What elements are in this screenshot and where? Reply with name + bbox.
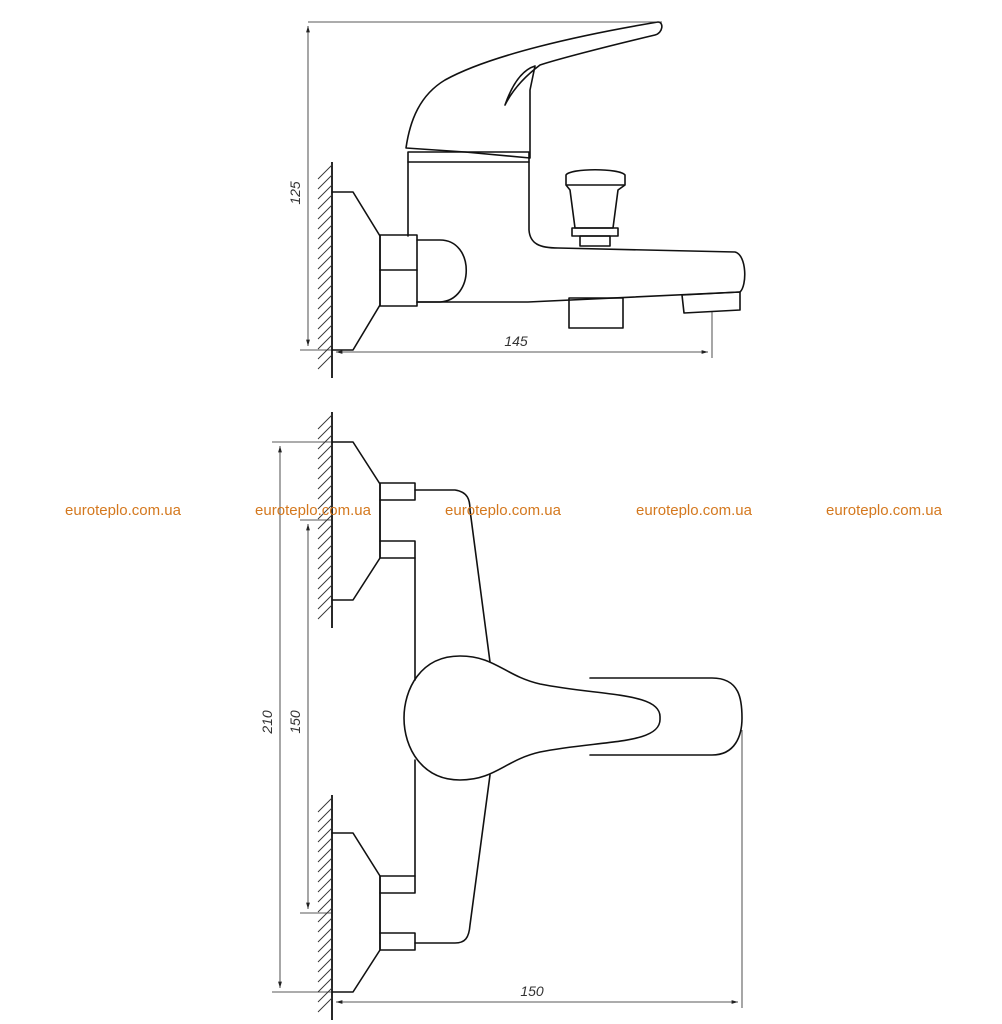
hatch-stroke <box>317 797 333 813</box>
watermark-4: euroteplo.com.ua <box>636 502 753 519</box>
hatch-stroke <box>317 554 333 570</box>
hatch-stroke <box>317 504 333 520</box>
dim-label-side-height: 125 <box>287 181 303 205</box>
dim-label-side-length: 145 <box>504 333 528 349</box>
hatch-stroke <box>317 997 333 1013</box>
hatch-stroke <box>317 937 333 953</box>
hatch-stroke <box>317 354 333 370</box>
hatch-stroke <box>317 244 333 260</box>
hatch-stroke <box>317 817 333 833</box>
side-wall-hatching <box>317 164 333 370</box>
hatch-stroke <box>317 957 333 973</box>
side-mixer-body <box>407 161 746 303</box>
side-lever-handle <box>405 21 663 159</box>
hatch-stroke <box>317 424 333 440</box>
hatch-stroke <box>317 847 333 863</box>
hatch-stroke <box>317 967 333 983</box>
hatch-stroke <box>317 414 333 430</box>
side-diverter-knob <box>565 169 626 229</box>
hatch-stroke <box>317 927 333 943</box>
watermark-2: euroteplo.com.ua <box>255 502 372 519</box>
front-lever-handle <box>403 655 661 781</box>
hatch-stroke <box>317 887 333 903</box>
side-view: 125 145 <box>287 21 746 378</box>
hatch-stroke <box>317 184 333 200</box>
hatch-stroke <box>317 584 333 600</box>
hatch-stroke <box>317 897 333 913</box>
hatch-stroke <box>317 977 333 993</box>
hatch-stroke <box>317 987 333 1003</box>
front-upper-flange <box>331 441 381 601</box>
hatch-stroke <box>317 494 333 510</box>
hatch-stroke <box>317 234 333 250</box>
dim-label-front-total: 210 <box>259 710 275 735</box>
hatch-stroke <box>317 947 333 963</box>
hatch-stroke <box>317 564 333 580</box>
hatch-stroke <box>317 544 333 560</box>
hatch-stroke <box>317 524 333 540</box>
hatch-stroke <box>317 274 333 290</box>
hatch-stroke <box>317 264 333 280</box>
front-body-outline <box>414 489 491 663</box>
hatch-stroke <box>317 594 333 610</box>
dim-label-front-length: 150 <box>520 983 544 999</box>
front-lower-flange <box>331 832 381 993</box>
watermark-row: euroteplo.com.ua euroteplo.com.ua eurote… <box>65 502 943 519</box>
hatch-stroke <box>317 334 333 350</box>
watermark-1: euroteplo.com.ua <box>65 502 182 519</box>
watermark-3: euroteplo.com.ua <box>445 502 562 519</box>
hatch-stroke <box>317 474 333 490</box>
hatch-stroke <box>317 164 333 180</box>
hatch-stroke <box>317 604 333 620</box>
hatch-stroke <box>317 837 333 853</box>
hatch-stroke <box>317 294 333 310</box>
side-connector-dome <box>416 239 468 303</box>
side-shower-outlet <box>568 297 624 329</box>
hatch-stroke <box>317 174 333 190</box>
hatch-stroke <box>317 807 333 823</box>
hatch-stroke <box>317 514 333 530</box>
hatch-stroke <box>317 344 333 360</box>
hatch-stroke <box>317 464 333 480</box>
hatch-stroke <box>317 484 333 500</box>
front-wall-hatching <box>317 414 333 1013</box>
hatch-stroke <box>317 444 333 460</box>
hatch-stroke <box>317 204 333 220</box>
hatch-stroke <box>317 314 333 330</box>
watermark-5: euroteplo.com.ua <box>826 502 943 519</box>
hatch-stroke <box>317 254 333 270</box>
hatch-stroke <box>317 907 333 923</box>
front-view: 210 150 150 <box>259 412 743 1020</box>
hatch-stroke <box>317 214 333 230</box>
hatch-stroke <box>317 534 333 550</box>
dim-label-front-spacing: 150 <box>287 710 303 734</box>
hatch-stroke <box>317 194 333 210</box>
hatch-stroke <box>317 324 333 340</box>
hatch-stroke <box>317 304 333 320</box>
hatch-stroke <box>317 224 333 240</box>
hatch-stroke <box>317 877 333 893</box>
hatch-stroke <box>317 284 333 300</box>
hatch-stroke <box>317 857 333 873</box>
hatch-stroke <box>317 917 333 933</box>
hatch-stroke <box>317 827 333 843</box>
side-aerator <box>681 291 741 314</box>
hatch-stroke <box>317 867 333 883</box>
front-spout <box>589 677 743 756</box>
hatch-stroke <box>317 574 333 590</box>
hatch-stroke <box>317 454 333 470</box>
side-wall-flange <box>331 191 381 351</box>
